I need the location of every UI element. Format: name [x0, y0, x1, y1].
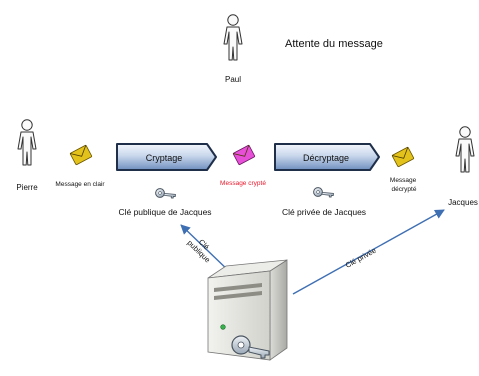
process-decrypt: Décryptage — [274, 143, 380, 171]
private-key-label: Clé privée de Jacques — [282, 207, 366, 217]
process-encrypt: Cryptage — [116, 143, 217, 171]
encrypted-message: Message crypté — [220, 144, 266, 187]
stick-figure-icon — [17, 119, 37, 166]
envelope-icon — [232, 144, 256, 166]
decrypted-message-label: Message décrypté — [390, 177, 418, 193]
arrow-private-key-label: Clé privée — [344, 246, 378, 270]
stick-figure-icon — [223, 14, 243, 61]
actor-pierre: Pierre — [16, 119, 38, 192]
key-icon — [311, 181, 336, 205]
actor-jacques-label: Jacques — [448, 198, 478, 207]
private-key: Clé privée de Jacques — [282, 181, 366, 217]
decrypted-message-line2: décrypté — [392, 186, 417, 193]
key-icon — [231, 335, 270, 359]
actor-pierre-label: Pierre — [16, 183, 38, 192]
arrow-public-key-label: Clé publique — [186, 232, 219, 264]
envelope-icon — [69, 144, 93, 166]
encrypted-message-label: Message crypté — [220, 180, 266, 187]
actor-paul: Paul — [223, 14, 243, 84]
plain-message-label: Message en clair — [55, 181, 105, 188]
stick-figure-icon — [455, 126, 475, 173]
process-encrypt-label: Cryptage — [146, 153, 183, 163]
public-key-label: Clé publique de Jacques — [118, 207, 211, 217]
arrow-private-key: Clé privée — [292, 209, 445, 295]
public-key: Clé publique de Jacques — [118, 182, 212, 217]
server-icon — [207, 259, 288, 361]
diagram-title: Attente du message — [285, 38, 383, 50]
key-icon — [153, 182, 178, 206]
actor-jacques: Jacques — [448, 126, 478, 207]
process-decrypt-label: Décryptage — [303, 153, 349, 163]
plain-message: Message en clair — [55, 144, 105, 188]
actor-paul-label: Paul — [225, 75, 241, 84]
decrypted-message-line1: Message — [390, 177, 417, 184]
decrypted-message: Message décrypté — [390, 146, 418, 193]
envelope-icon — [391, 146, 415, 168]
